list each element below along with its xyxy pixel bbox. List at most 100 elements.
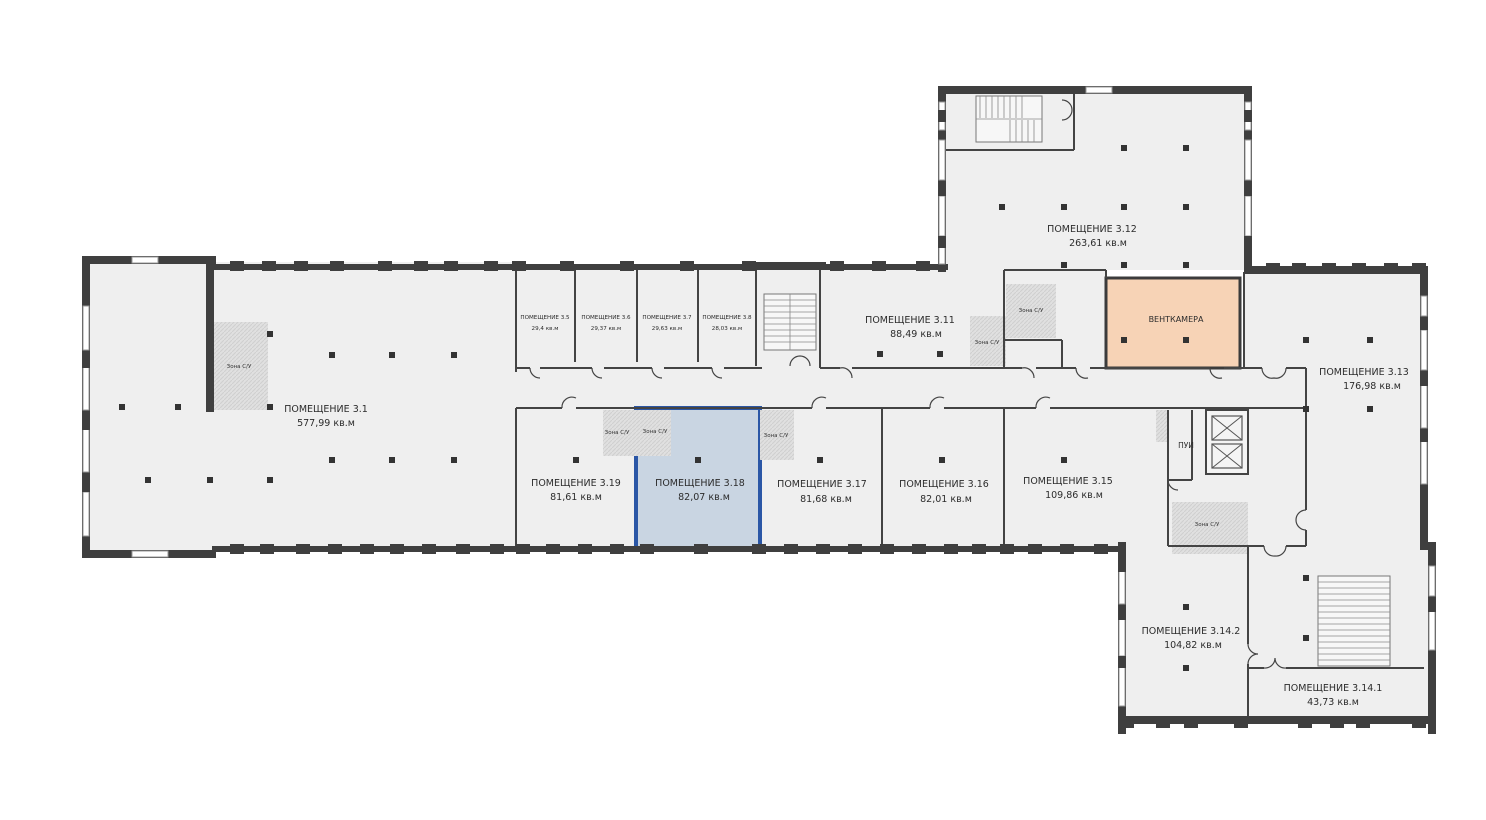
wall-pier — [848, 544, 862, 554]
wall-pier — [916, 261, 930, 271]
room-labels: ПОМЕЩЕНИЕ 3.1 577,99 кв.м ПОМЕЩЕНИЕ 3.5 … — [227, 224, 1409, 708]
wall-pier — [422, 544, 436, 554]
wall-pier — [1412, 716, 1426, 728]
room-3-14-2-name: ПОМЕЩЕНИЕ 3.14.2 — [1142, 626, 1241, 637]
room-3-7-area: 29,63 кв.м — [652, 326, 682, 332]
wall-pier — [938, 184, 946, 196]
stairs — [763, 95, 1391, 667]
room-3-13-area: 176,98 кв.м — [1343, 381, 1401, 392]
wall-pier — [490, 544, 504, 554]
column-mark — [1121, 145, 1127, 151]
wall-pier — [610, 544, 624, 554]
room-3-11-name: ПОМЕЩЕНИЕ 3.11 — [865, 315, 955, 326]
column-mark — [1303, 575, 1309, 581]
wall-pier — [378, 261, 392, 271]
wall-pier — [296, 544, 310, 554]
column-mark — [1367, 406, 1373, 412]
wall-pier — [1420, 318, 1428, 330]
wall-pier — [880, 544, 894, 554]
column-mark — [1183, 337, 1189, 343]
wall-pier — [260, 544, 274, 554]
column-mark — [1183, 262, 1189, 268]
wall-pier — [1330, 716, 1344, 728]
column-mark — [1121, 204, 1127, 210]
room-3-12-area: 263,61 кв.м — [1069, 238, 1127, 249]
wall-pier — [1244, 236, 1252, 248]
wall-pier — [1000, 544, 1014, 554]
wall-pier — [230, 261, 244, 271]
room-3-19-name: ПОМЕЩЕНИЕ 3.19 — [531, 478, 621, 489]
room-3-6-area: 29,37 кв.м — [591, 326, 621, 332]
column-mark — [207, 477, 213, 483]
wall-pier — [82, 292, 90, 304]
column-mark — [1121, 262, 1127, 268]
zone-label: Зона С/У — [975, 340, 1000, 346]
column-mark — [1183, 204, 1189, 210]
column-mark — [937, 351, 943, 357]
wall-pier — [444, 261, 458, 271]
column-mark — [939, 457, 945, 463]
columns — [119, 145, 1373, 671]
wall-pier — [516, 544, 530, 554]
wall-pier — [872, 261, 886, 271]
wall-pier — [330, 261, 344, 271]
column-mark — [695, 457, 701, 463]
wall-pier — [1298, 716, 1312, 728]
column-mark — [451, 352, 457, 358]
wall-pier — [938, 236, 946, 248]
zone-label: Зона С/У — [764, 433, 789, 439]
wall-pier — [1384, 263, 1398, 273]
room-3-18-area[interactable]: 82,07 кв.м — [678, 492, 730, 503]
wall-pier — [1234, 716, 1248, 728]
wall-pier — [620, 261, 634, 271]
room-3-1-area: 577,99 кв.м — [297, 418, 355, 429]
room-3-14-1-area: 43,73 кв.м — [1307, 697, 1359, 708]
wall-pier — [82, 480, 90, 492]
wall-pier — [456, 544, 470, 554]
column-mark — [573, 457, 579, 463]
wall-pier — [1060, 544, 1074, 554]
wall-pier — [230, 544, 244, 554]
room-3-15-area: 109,86 кв.м — [1045, 490, 1103, 501]
column-mark — [1183, 665, 1189, 671]
column-mark — [1303, 337, 1309, 343]
wall-pier — [1428, 600, 1436, 612]
wall-pier — [1120, 716, 1134, 728]
column-mark — [329, 352, 335, 358]
wall-pier — [1118, 608, 1126, 620]
room-3-5-area: 29,4 кв.м — [532, 326, 559, 332]
column-mark — [1367, 337, 1373, 343]
wall-pier — [360, 544, 374, 554]
column-mark — [119, 404, 125, 410]
wall-pier — [390, 544, 404, 554]
wall-pier — [1428, 656, 1436, 668]
wall-pier — [1420, 486, 1428, 498]
room-3-18-name[interactable]: ПОМЕЩЕНИЕ 3.18 — [655, 478, 745, 489]
room-3-8-name: ПОМЕЩЕНИЕ 3.8 — [702, 315, 752, 321]
column-mark — [267, 404, 273, 410]
wall-pier — [82, 356, 90, 368]
wall-pier — [1356, 716, 1370, 728]
wall-pier — [1420, 430, 1428, 442]
wall-pier — [972, 544, 986, 554]
wall-pier — [1118, 560, 1126, 572]
room-3-6-name: ПОМЕЩЕНИЕ 3.6 — [581, 315, 631, 321]
room-3-17-name: ПОМЕЩЕНИЕ 3.17 — [777, 479, 867, 490]
wall-pier — [328, 544, 342, 554]
column-mark — [389, 352, 395, 358]
vent-chamber-label: ВЕНТКАМЕРА — [1149, 315, 1204, 324]
wall-pier — [294, 261, 308, 271]
wall-pier — [1244, 110, 1252, 122]
room-3-14-1-name: ПОМЕЩЕНИЕ 3.14.1 — [1284, 683, 1383, 694]
column-mark — [389, 457, 395, 463]
wall-pier — [1028, 544, 1042, 554]
wall-pier — [944, 544, 958, 554]
zone-label: Зона С/У — [605, 430, 630, 436]
zone-label: Зона С/У — [1195, 522, 1220, 528]
wall-pier — [640, 544, 654, 554]
room-3-1-name: ПОМЕЩЕНИЕ 3.1 — [284, 404, 368, 415]
column-mark — [145, 477, 151, 483]
wall-pier — [752, 544, 766, 554]
wall-pier — [816, 544, 830, 554]
